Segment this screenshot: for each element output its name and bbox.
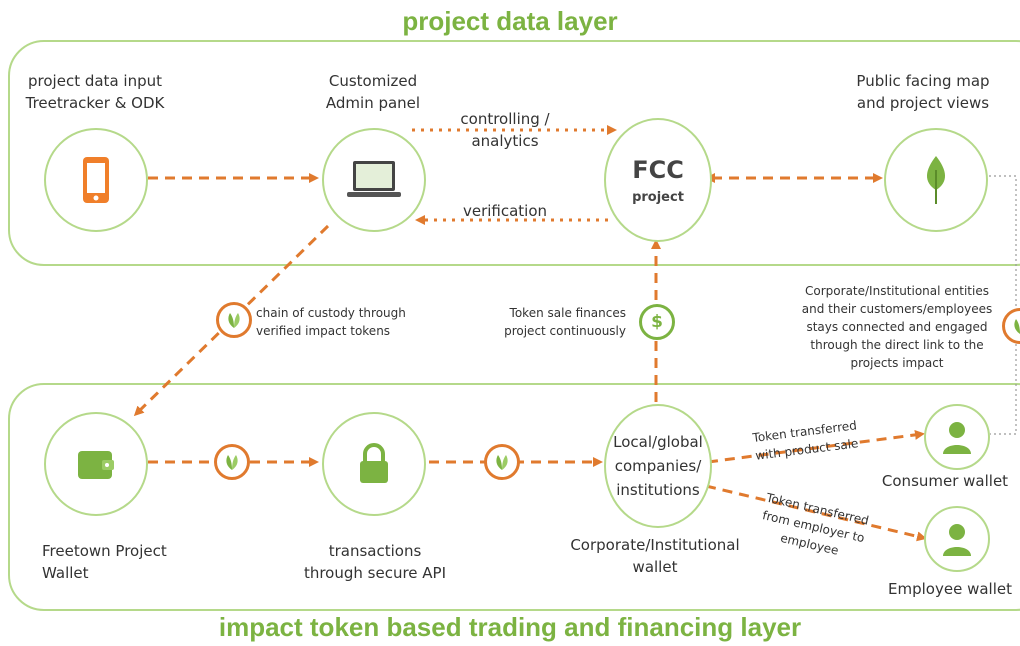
chain-line2: verified impact tokens — [256, 324, 391, 338]
leaf-icon — [926, 156, 946, 204]
person-icon — [943, 422, 971, 454]
fcc-title: FCC — [632, 155, 684, 184]
token-sale-line2: project continuously — [504, 324, 626, 338]
local-companies-node: Local/global companies/ institutions — [604, 404, 712, 528]
controlling-line1: controlling / — [460, 110, 550, 128]
corp-line2: and their customers/employees — [801, 302, 993, 316]
phone-icon — [83, 157, 109, 203]
fcc-subtitle: project — [632, 189, 684, 205]
sprout-icon — [496, 455, 508, 470]
public-map-line2: and project views — [856, 94, 990, 112]
data-input-label: project data input Treetracker & ODK — [20, 70, 170, 114]
corp-line1: Corporate/Institutional entities — [805, 284, 989, 298]
transactions-node — [322, 412, 426, 516]
local-line2: companies/ — [614, 457, 702, 475]
employee-wallet-label: Employee wallet — [888, 580, 1012, 598]
transactions-line2: through secure API — [303, 564, 447, 582]
corporate-connection-label: Corporate/Institutional entities and the… — [792, 282, 1002, 372]
local-line3: institutions — [616, 481, 700, 499]
project-data-layer-title: project data layer — [402, 6, 618, 36]
transactions-label: transactions through secure API — [290, 540, 460, 584]
employee-wallet-node — [924, 506, 990, 572]
public-map-label: Public facing map and project views — [838, 70, 1008, 114]
admin-line1: Customized — [328, 72, 418, 90]
admin-panel-label: Customized Admin panel — [298, 70, 448, 114]
sprout-icon — [1014, 319, 1020, 334]
top-layer-box — [8, 40, 1020, 266]
freetown-wallet-label: Freetown Project Wallet — [42, 540, 202, 584]
data-input-line2: Treetracker & ODK — [25, 94, 165, 112]
token-badge-tx-local — [484, 444, 520, 480]
admin-panel-node — [322, 128, 426, 232]
token-badge-chain — [216, 302, 252, 338]
controlling-label: controlling / analytics — [440, 108, 570, 152]
corp-line3: stays connected and engaged — [806, 320, 988, 334]
data-input-line1: project data input — [28, 72, 162, 90]
local-line1: Local/global — [613, 433, 703, 451]
dollar-icon: $ — [639, 304, 675, 340]
wallet-line1: Freetown Project — [42, 542, 167, 560]
chain-line1: chain of custody through — [256, 306, 406, 320]
local-companies-text: Local/global companies/ institutions — [613, 430, 703, 502]
bottom-layer-box — [8, 383, 1020, 611]
fcc-project-node: FCC project — [604, 118, 712, 242]
admin-line2: Admin panel — [325, 94, 421, 112]
wallet-icon — [78, 451, 114, 479]
wallet-line2: Wallet — [42, 564, 89, 582]
sprout-icon — [228, 313, 240, 328]
verification-label: verification — [462, 202, 548, 220]
chain-custody-label: chain of custody through verified impact… — [256, 304, 406, 340]
data-input-node — [44, 128, 148, 232]
transactions-line1: transactions — [328, 542, 422, 560]
person-icon — [943, 524, 971, 556]
sprout-icon — [226, 455, 238, 470]
token-sale-label: Token sale finances project continuously — [496, 304, 626, 340]
public-map-node — [884, 128, 988, 232]
corp-line5: projects impact — [850, 356, 944, 370]
freetown-wallet-node — [44, 412, 148, 516]
trading-layer-title: impact token based trading and financing… — [218, 612, 802, 642]
consumer-wallet-label: Consumer wallet — [881, 472, 1009, 490]
controlling-line2: analytics — [471, 132, 539, 150]
consumer-wallet-node — [924, 404, 990, 470]
lock-icon — [360, 443, 388, 483]
token-badge-right — [1002, 308, 1020, 344]
public-map-line1: Public facing map — [856, 72, 990, 90]
token-sale-line1: Token sale finances — [509, 306, 626, 320]
token-badge-wallet-tx — [214, 444, 250, 480]
laptop-icon — [347, 161, 401, 197]
corp-line4: through the direct link to the — [810, 338, 984, 352]
corporate-wallet-label: Corporate/Institutional wallet — [560, 534, 750, 578]
corp-wallet-line1: Corporate/Institutional — [570, 536, 740, 554]
corp-wallet-line2: wallet — [632, 558, 678, 576]
